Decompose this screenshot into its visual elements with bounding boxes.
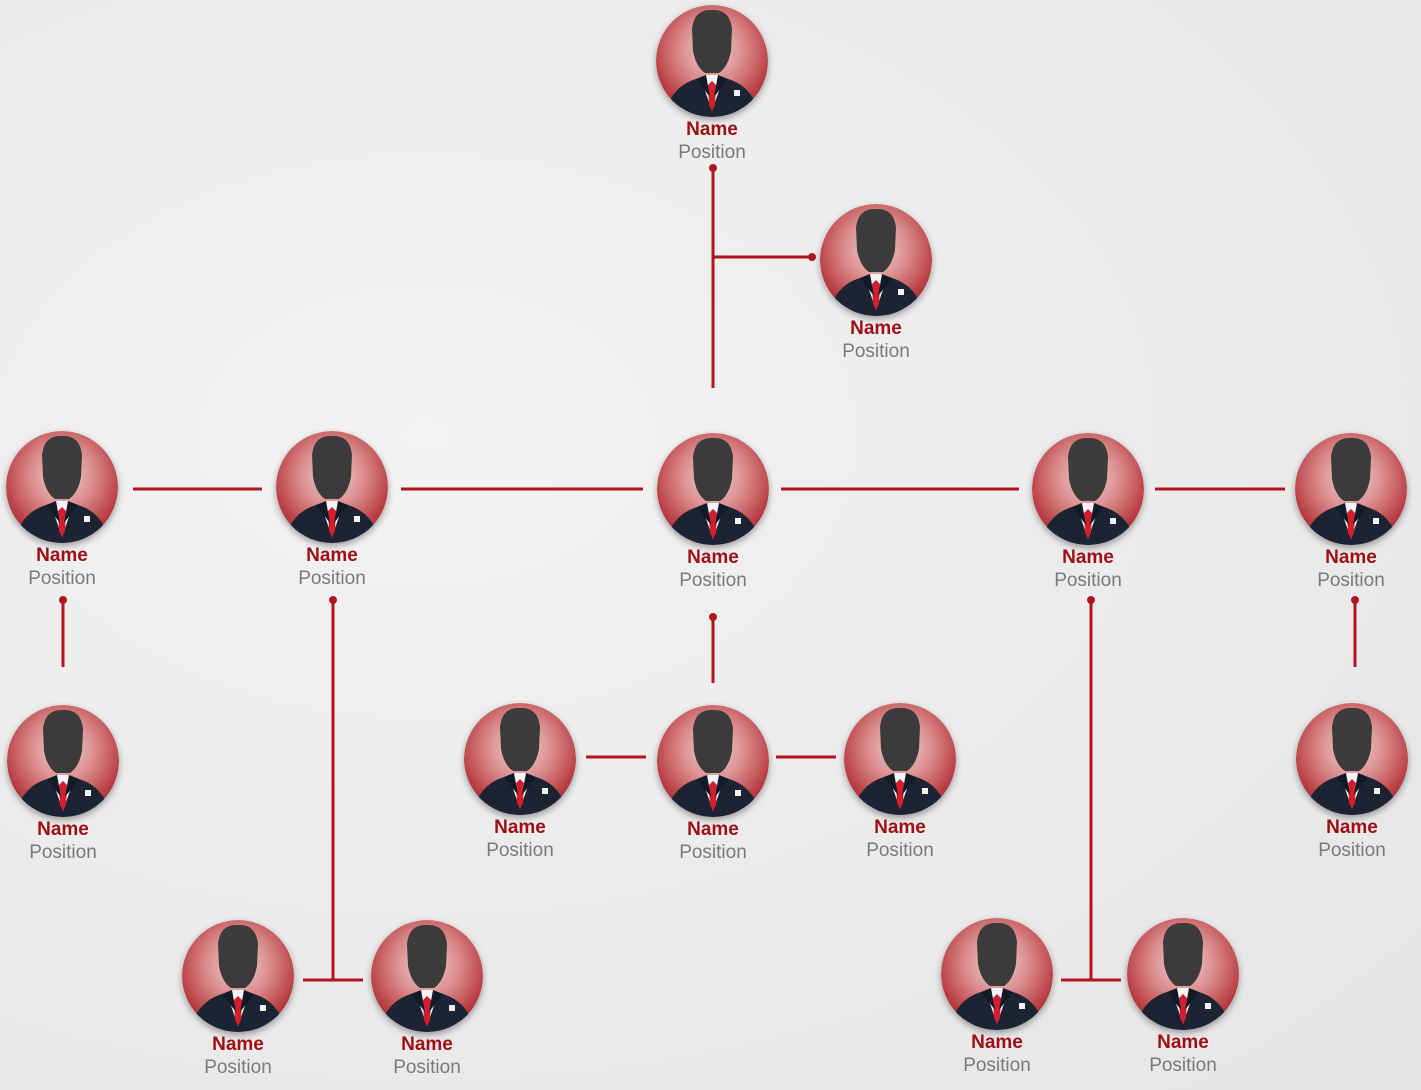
avatar: [276, 431, 388, 543]
avatar: [656, 5, 768, 117]
person-name: Name: [687, 819, 739, 840]
avatar: [464, 703, 576, 815]
avatar-image: [1127, 918, 1239, 1030]
person-name: Name: [1325, 547, 1377, 568]
avatar: [182, 920, 294, 1032]
connector-dot: [808, 253, 816, 261]
avatar: [941, 918, 1053, 1030]
person-name: Name: [1157, 1032, 1209, 1053]
avatar-image: [844, 703, 956, 815]
person-position: Position: [963, 1055, 1031, 1076]
avatar-image: [1295, 433, 1407, 545]
avatar: [371, 920, 483, 1032]
avatar-image: [6, 431, 118, 543]
avatar-image: [182, 920, 294, 1032]
avatar-image: [1296, 703, 1408, 815]
person-name: Name: [686, 119, 738, 140]
person-position: Position: [29, 842, 97, 863]
connector-dot: [1087, 596, 1095, 604]
connector-dot: [1351, 596, 1359, 604]
avatar: [1296, 703, 1408, 815]
avatar-image: [276, 431, 388, 543]
person-position: Position: [1149, 1055, 1217, 1076]
avatar: [1295, 433, 1407, 545]
person-position: Position: [1054, 570, 1122, 591]
avatar-image: [7, 705, 119, 817]
person-position: Position: [486, 840, 554, 861]
person-name: Name: [36, 545, 88, 566]
person-position: Position: [678, 142, 746, 163]
person-name: Name: [1062, 547, 1114, 568]
avatar: [820, 204, 932, 316]
avatar: [657, 433, 769, 545]
person-name: Name: [212, 1034, 264, 1055]
avatar: [844, 703, 956, 815]
person-position: Position: [842, 341, 910, 362]
avatar: [7, 705, 119, 817]
connector-dot: [709, 613, 717, 621]
person-name: Name: [37, 819, 89, 840]
avatar-image: [1032, 433, 1144, 545]
avatar-image: [941, 918, 1053, 1030]
person-position: Position: [204, 1057, 272, 1078]
person-position: Position: [679, 570, 747, 591]
person-name: Name: [687, 547, 739, 568]
person-name: Name: [494, 817, 546, 838]
person-name: Name: [401, 1034, 453, 1055]
avatar: [1127, 918, 1239, 1030]
connector-dot: [329, 596, 337, 604]
person-position: Position: [1317, 570, 1385, 591]
avatar-image: [656, 5, 768, 117]
person-position: Position: [1318, 840, 1386, 861]
person-name: Name: [306, 545, 358, 566]
person-position: Position: [298, 568, 366, 589]
person-position: Position: [866, 840, 934, 861]
avatar-image: [657, 433, 769, 545]
connector-dot: [59, 596, 67, 604]
avatar-image: [820, 204, 932, 316]
avatar-image: [657, 705, 769, 817]
avatar: [657, 705, 769, 817]
avatar-image: [464, 703, 576, 815]
person-position: Position: [679, 842, 747, 863]
person-name: Name: [850, 318, 902, 339]
avatar: [6, 431, 118, 543]
avatar: [1032, 433, 1144, 545]
person-name: Name: [1326, 817, 1378, 838]
person-position: Position: [393, 1057, 461, 1078]
connector-dot: [709, 164, 717, 172]
avatar-image: [371, 920, 483, 1032]
person-position: Position: [28, 568, 96, 589]
person-name: Name: [874, 817, 926, 838]
person-name: Name: [971, 1032, 1023, 1053]
